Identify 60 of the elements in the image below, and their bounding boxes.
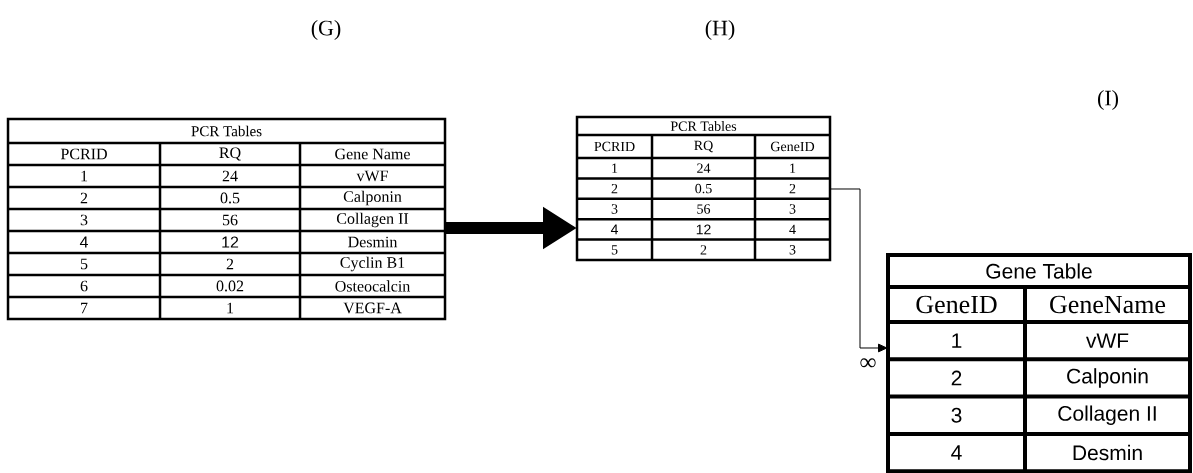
table-cell: 2 — [789, 183, 796, 194]
table-title: PCR Tables — [191, 125, 262, 137]
table-cell: 1 — [227, 302, 234, 314]
table-cell: 5 — [611, 245, 618, 255]
column-header: Gene Name — [335, 148, 410, 160]
table-cell: 3 — [611, 204, 618, 214]
table-cell: 2 — [226, 258, 234, 270]
table-cell: 12 — [696, 224, 711, 235]
table-cell: Collagen II — [1058, 405, 1156, 426]
table-cell: vWF — [1086, 333, 1129, 348]
table-cell: 2 — [700, 245, 707, 255]
panel-label: (H) — [705, 20, 735, 40]
table-cell: 2 — [611, 183, 618, 194]
table-cell: 3 — [789, 204, 796, 214]
table-cell: 12 — [222, 236, 239, 248]
table-cell: Calponin — [1067, 368, 1148, 388]
table-title: Gene Table — [986, 263, 1092, 279]
table-cell: 3 — [951, 407, 962, 423]
table-cell: Calponin — [343, 190, 402, 206]
table-cell: 1 — [952, 333, 962, 348]
edge-label: ∞ — [858, 357, 878, 371]
table-cell: 0.5 — [220, 192, 240, 204]
table-cell: 2 — [951, 370, 962, 386]
table-cell: Collagen II — [336, 212, 409, 228]
table-cell: Osteocalcin — [335, 280, 411, 292]
table-cell: 24 — [222, 170, 238, 182]
table-cell: Desmin — [348, 236, 398, 248]
column-header: RQ — [694, 140, 713, 153]
panel-label: (I) — [1098, 90, 1119, 110]
table-cell: vWF — [356, 170, 388, 182]
table-cell: 0.5 — [695, 183, 712, 194]
column-header: GeneName — [1050, 295, 1166, 314]
table-cell: 1 — [790, 163, 796, 173]
column-header: GeneID — [916, 295, 997, 314]
table-cell: 4 — [79, 236, 88, 248]
arrow — [829, 188, 888, 353]
table-cell: 56 — [222, 214, 238, 226]
table-cell: 4 — [951, 445, 962, 460]
table-cell: 0.02 — [216, 280, 244, 292]
table-cell: 6 — [80, 280, 88, 292]
table-cell: 3 — [80, 214, 88, 226]
column-header: RQ — [219, 147, 241, 161]
table-cell: 7 — [81, 302, 88, 314]
table-cell: Cyclin B1 — [340, 256, 405, 272]
table-cell: 24 — [697, 163, 711, 173]
table-title: PCR Tables — [670, 121, 737, 131]
table-cell: 1 — [81, 170, 88, 182]
table-cell: Desmin — [1073, 444, 1142, 461]
table-cell: 5 — [80, 258, 88, 270]
table-cell: 3 — [789, 245, 796, 255]
column-header: GeneID — [770, 141, 815, 152]
table-cell: 1 — [612, 163, 618, 173]
table-cell: 2 — [80, 192, 88, 204]
column-header: PCRID — [594, 141, 635, 152]
table-cell: VEGF-A — [343, 302, 402, 314]
table-cell: 4 — [610, 224, 618, 235]
column-header: PCRID — [60, 148, 107, 160]
table-cell: 56 — [697, 204, 711, 214]
table-cell: 4 — [789, 224, 796, 234]
panel-label: (G) — [311, 20, 341, 40]
